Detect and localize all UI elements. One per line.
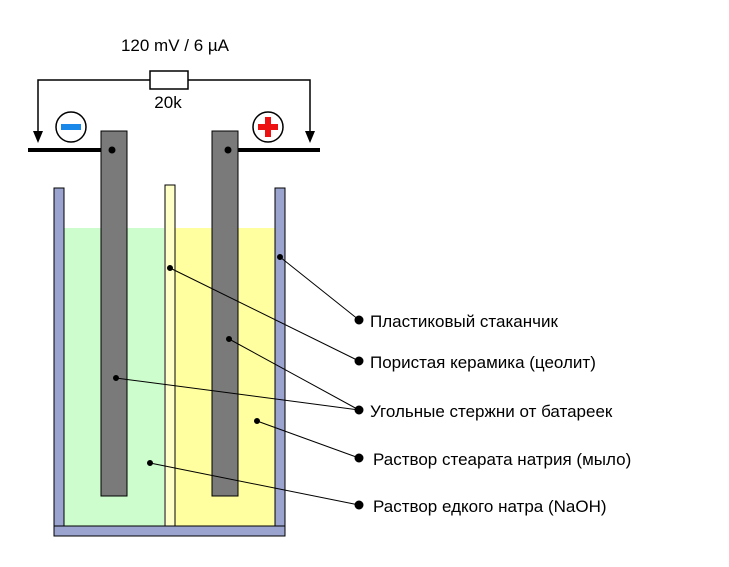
- negative-sign-icon: [55, 111, 87, 143]
- label-cup: Пластиковый стаканчик: [370, 312, 558, 331]
- porous-ceramic: [164, 184, 176, 527]
- resistor: [149, 70, 189, 90]
- arrow-right: [305, 131, 315, 143]
- arrow-left: [33, 131, 43, 143]
- carbon-rod-negative: [100, 130, 128, 497]
- carbon-rod-positive: [211, 130, 239, 497]
- label-naoh: Раствор едкого натра (NaOH): [373, 497, 607, 516]
- label-stearate: Раствор стеарата натрия (мыло): [373, 450, 631, 469]
- plastic-cup: [53, 187, 286, 537]
- leader-lines: [113, 254, 364, 510]
- positive-sign-icon: [252, 111, 284, 143]
- circuit-wire: [37, 79, 150, 131]
- label-rods: Угольные стержни от батареек: [370, 402, 613, 421]
- meter-reading: 120 mV / 6 µA: [121, 36, 230, 55]
- circuit-wire: [188, 79, 311, 131]
- label-ceramic: Пористая керамика (цеолит): [370, 353, 596, 372]
- rod-contact-dot: [108, 146, 116, 154]
- resistor-label: 20k: [154, 93, 182, 112]
- rod-contact-dot: [224, 146, 232, 154]
